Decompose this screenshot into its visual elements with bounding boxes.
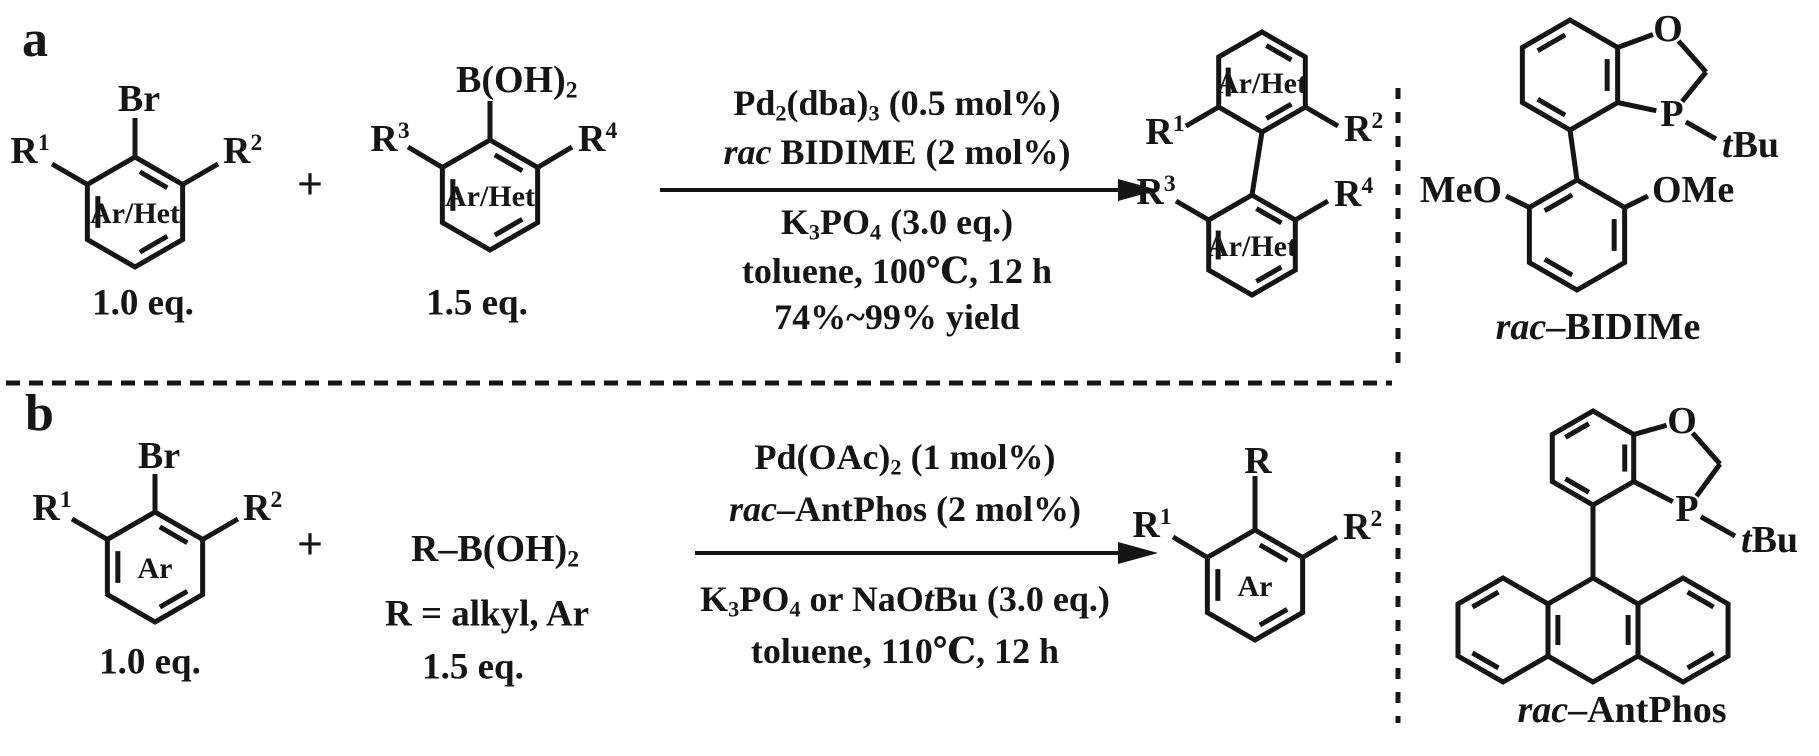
product-substituent-r2: R2 xyxy=(1344,108,1384,150)
product-substituent-r1: R1 xyxy=(1132,504,1172,546)
ligand-line: rac–AntPhos (2 mol%) xyxy=(729,489,1081,529)
ligand-caption: rac–AntPhos xyxy=(1517,689,1727,731)
substituent-r3: R3 xyxy=(370,118,410,160)
methoxy-label-right: OMe xyxy=(1652,169,1735,211)
ring-core-label: Ar/Het xyxy=(90,197,180,230)
halide-label: Br xyxy=(137,435,181,477)
section-b-label: b xyxy=(25,385,54,442)
tbu-group-label: tBu xyxy=(1741,519,1799,561)
substituent-r2: R2 xyxy=(243,487,283,529)
ring-core-label: Ar/Het xyxy=(445,180,535,213)
oxygen-atom: O xyxy=(1667,400,1697,442)
substituent-r1: R1 xyxy=(10,130,50,172)
equivalents-label: 1.0 eq. xyxy=(99,641,201,683)
equivalents-label: 1.5 eq. xyxy=(422,646,524,688)
product-substituent-r2: R2 xyxy=(1343,506,1383,548)
reaction-arrows xyxy=(660,179,1158,564)
product-substituent-r3: R3 xyxy=(1136,171,1176,213)
tbu-group-label: tBu xyxy=(1722,124,1780,166)
boron-group-label: B(OH)2 xyxy=(456,58,578,104)
product-substituent-r: R xyxy=(1244,440,1272,482)
substituent-r2: R2 xyxy=(223,130,263,172)
ring-core-label: Ar/Het xyxy=(1207,230,1297,263)
yield-line: 74%~99% yield xyxy=(774,297,1020,337)
solvent-line: toluene, 100℃, 12 h xyxy=(741,251,1053,291)
section-a-label: a xyxy=(22,11,48,68)
catalyst-line: Pd(OAc)2 (1 mol%) xyxy=(754,437,1056,480)
ring-core-label: Ar/Het xyxy=(1217,67,1307,100)
plus-sign: + xyxy=(296,518,324,569)
product-substituent-r4: R4 xyxy=(1334,173,1374,215)
equivalents-label: 1.5 eq. xyxy=(426,282,528,324)
ring-core-label: Ar xyxy=(137,552,173,585)
equivalents-label: 1.0 eq. xyxy=(92,282,194,324)
solvent-line: toluene, 110℃, 12 h xyxy=(750,631,1060,671)
product-substituent-r1: R1 xyxy=(1145,111,1185,153)
divider-lines xyxy=(6,88,1401,723)
plus-sign: + xyxy=(296,158,324,209)
base-line: K3PO4 or NaOtBu (3.0 eq.) xyxy=(700,579,1110,622)
phosphorus-atom: P xyxy=(1660,93,1684,135)
base-line: K3PO4 (3.0 eq.) xyxy=(780,202,1014,245)
substituent-r4: R4 xyxy=(578,118,618,160)
boronic-acid-formula: R–B(OH)2 xyxy=(411,527,579,573)
r-definition: R = alkyl, Ar xyxy=(384,593,590,635)
substituent-r1: R1 xyxy=(32,487,72,529)
halide-label: Br xyxy=(117,78,161,120)
ligand-caption: rac–BIDIMe xyxy=(1495,306,1701,348)
methoxy-label-left: MeO xyxy=(1419,169,1502,211)
catalyst-line: Pd2(dba)3 (0.5 mol%) xyxy=(733,83,1061,126)
ring-core-label: Ar xyxy=(1237,570,1273,603)
phosphorus-atom: P xyxy=(1675,488,1699,530)
chem-structure-lines xyxy=(50,17,1737,685)
ligand-line: rac BIDIME (2 mol%) xyxy=(723,132,1071,172)
oxygen-atom: O xyxy=(1653,8,1683,50)
